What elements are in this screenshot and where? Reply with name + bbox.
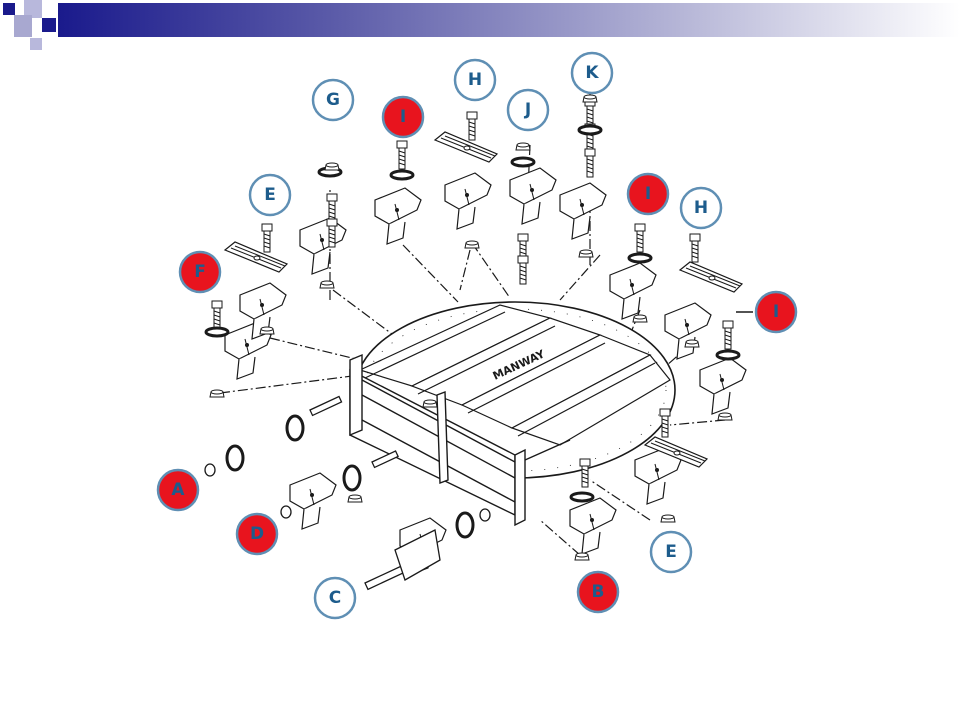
support-frame [349, 353, 571, 527]
label-i-right: I [754, 290, 798, 334]
label-h-right: H [679, 186, 723, 230]
label-g: G [311, 78, 355, 122]
svg-text:C: C [329, 588, 341, 608]
label-h-top: H [453, 58, 497, 102]
corner-square-2 [24, 0, 42, 18]
label-f: F [178, 250, 222, 294]
label-b: B [576, 570, 620, 614]
label-j: J [506, 88, 550, 132]
label-a: A [156, 468, 200, 512]
svg-text:G: G [326, 90, 340, 110]
svg-text:F: F [194, 262, 206, 282]
tray-panels [358, 304, 671, 446]
corner-square-1 [3, 3, 15, 15]
label-d: D [235, 512, 279, 556]
svg-text:B: B [592, 582, 605, 602]
svg-text:I: I [645, 184, 651, 204]
svg-text:J: J [524, 100, 531, 120]
label-e-left: E [248, 173, 292, 217]
label-k: K [570, 51, 614, 95]
label-c: C [313, 576, 357, 620]
corner-square-4 [42, 18, 56, 32]
exploded-assembly-diagram: MANWAY [156, 51, 798, 620]
corner-square-3 [14, 15, 32, 37]
label-e-right: E [649, 530, 693, 574]
svg-text:A: A [171, 480, 185, 500]
label-i-right-top: I [626, 172, 670, 216]
svg-text:E: E [665, 542, 677, 562]
svg-text:I: I [400, 107, 406, 127]
svg-text:K: K [585, 63, 599, 83]
svg-text:D: D [250, 524, 264, 544]
svg-text:H: H [694, 198, 708, 218]
corner-square-5 [30, 38, 42, 50]
callout-labels: G H K I J E I H [156, 51, 798, 620]
label-i-top: I [381, 95, 425, 139]
svg-text:H: H [468, 70, 482, 90]
horizontal-bolt-assemblies [204, 395, 491, 591]
svg-text:E: E [264, 185, 276, 205]
svg-text:I: I [773, 302, 779, 322]
title-banner [58, 3, 960, 37]
